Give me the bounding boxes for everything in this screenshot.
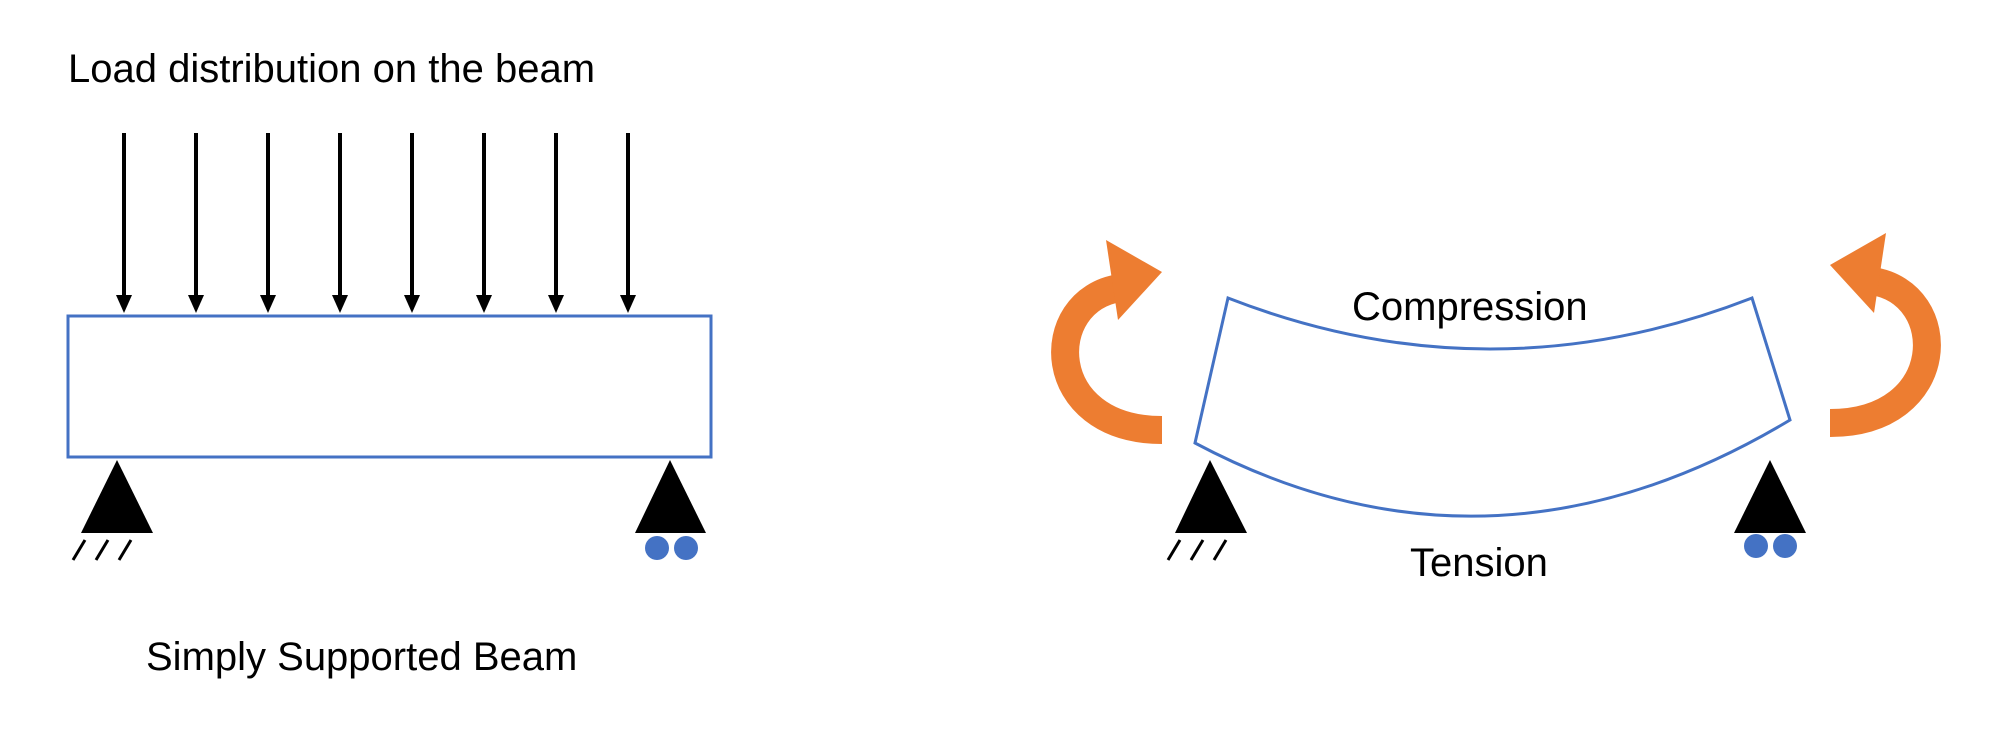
- roller-support-right-bent: [1734, 460, 1806, 558]
- moment-arrow-left: [1051, 240, 1163, 444]
- load-arrow: [476, 133, 492, 313]
- load-arrow: [548, 133, 564, 313]
- load-arrow: [188, 133, 204, 313]
- roller-wheel: [645, 536, 669, 560]
- compression-label: Compression: [1352, 285, 1588, 329]
- moment-arrow-right: [1829, 233, 1941, 437]
- roller-wheel: [674, 536, 698, 560]
- load-arrow: [260, 133, 276, 313]
- load-arrow: [404, 133, 420, 313]
- load-arrow: [620, 133, 636, 313]
- roller-wheel: [1744, 534, 1768, 558]
- load-arrows: [116, 133, 636, 313]
- right-panel: Compression Tension: [1051, 233, 1941, 585]
- roller-support-right: [635, 460, 706, 560]
- pin-support-left-bent: [1166, 460, 1247, 561]
- left-panel: Load distribution on the beam Simply Sup…: [66, 47, 713, 679]
- load-arrow: [116, 133, 132, 313]
- beam-caption: Simply Supported Beam: [146, 635, 577, 679]
- load-title: Load distribution on the beam: [68, 47, 595, 91]
- beam: [66, 314, 713, 459]
- roller-wheel: [1773, 534, 1797, 558]
- load-arrow: [332, 133, 348, 313]
- bent-beam: [1193, 295, 1792, 518]
- tension-label: Tension: [1410, 541, 1548, 585]
- pin-support-left: [71, 460, 153, 561]
